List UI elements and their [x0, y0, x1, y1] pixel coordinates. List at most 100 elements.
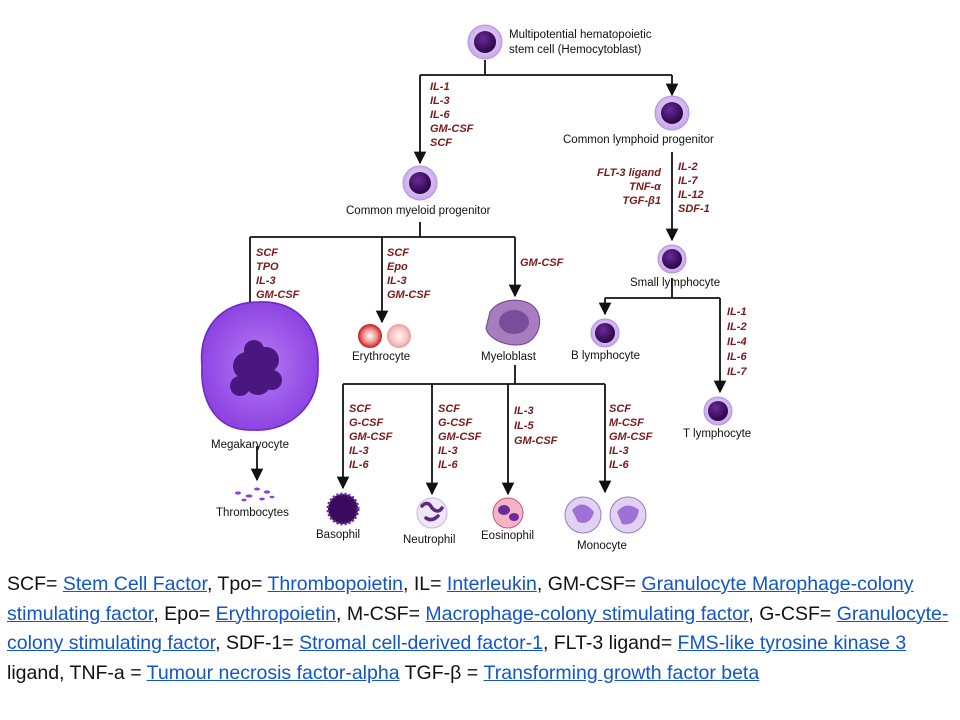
link-m-csf[interactable]: Macrophage-colony stimulating factor	[425, 602, 749, 625]
svg-text:TNF-α: TNF-α	[629, 181, 662, 193]
svg-text:IL-3: IL-3	[349, 445, 369, 457]
factors-hsc-to-cmp: IL-1 IL-3 IL-6 GM-CSF SCF	[430, 81, 474, 149]
svg-text:IL-6: IL-6	[727, 351, 747, 363]
factors-monocyte: SCF M-CSF GM-CSF IL-3 IL-6	[609, 403, 653, 471]
svg-text:SCF: SCF	[387, 247, 409, 259]
factors-clp-right: IL-2 IL-7 IL-12 SDF-1	[678, 161, 710, 215]
svg-text:IL-12: IL-12	[678, 189, 704, 201]
svg-text:IL-7: IL-7	[678, 175, 698, 187]
link-g-csf[interactable]: Granulocyte-colony stimulating factor	[7, 602, 949, 655]
svg-text:M-CSF: M-CSF	[609, 417, 644, 429]
small-lymphocyte-label: Small lymphocyte	[630, 277, 720, 289]
svg-text:Epo: Epo	[387, 261, 408, 273]
svg-text:SCF: SCF	[438, 403, 460, 415]
link-tgf-beta[interactable]: Transforming growth factor beta	[483, 661, 760, 684]
svg-text:G-CSF: G-CSF	[438, 417, 473, 429]
link-tnf-alpha[interactable]: Tumour necrosis factor-alpha	[146, 661, 400, 684]
link-gm-csf[interactable]: Granulocyte Marophage-colony stimulating…	[7, 573, 914, 625]
svg-text:SCF: SCF	[349, 403, 371, 415]
svg-text:IL-4: IL-4	[727, 336, 747, 348]
svg-text:GM-CSF: GM-CSF	[609, 431, 653, 443]
svg-text:GM-CSF: GM-CSF	[349, 431, 393, 443]
node-labels: Multipotential hematopoietic stem cell (…	[211, 29, 751, 552]
factors-megakaryocyte: SCF TPO IL-3 GM-CSF	[256, 247, 300, 301]
hsc-label-line1: Multipotential hematopoietic	[509, 29, 652, 41]
link-stem-cell-factor[interactable]: Stem Cell Factor	[62, 573, 207, 595]
svg-text:GM-CSF: GM-CSF	[514, 435, 558, 447]
svg-text:G-CSF: G-CSF	[349, 417, 384, 429]
cmp-label: Common myeloid progenitor	[346, 205, 491, 217]
t-lymphocyte-cell	[703, 396, 733, 426]
svg-text:IL-3: IL-3	[387, 275, 407, 287]
svg-text:SCF: SCF	[256, 247, 278, 259]
common-myeloid-progenitor-cell	[402, 165, 438, 201]
svg-text:IL-1: IL-1	[727, 306, 747, 318]
hematopoiesis-diagram: Multipotential hematopoietic stem cell (…	[200, 24, 751, 552]
svg-text:SDF-1: SDF-1	[678, 203, 710, 215]
svg-text:IL-3: IL-3	[514, 405, 534, 417]
neutrophil-label: Neutrophil	[403, 534, 455, 546]
svg-text:GM-CSF: GM-CSF	[438, 431, 482, 443]
thrombocytes-cells	[235, 487, 275, 502]
factors-t-lymphocyte: IL-1 IL-2 IL-4 IL-6 IL-7	[727, 306, 747, 378]
eosinophil-cell	[492, 497, 524, 529]
t-lymphocyte-label: T lymphocyte	[683, 428, 751, 440]
erythrocyte-label: Erythrocyte	[352, 351, 410, 363]
svg-text:GM-CSF: GM-CSF	[430, 123, 474, 135]
svg-text:IL-2: IL-2	[678, 161, 698, 173]
svg-text:IL-7: IL-7	[727, 366, 747, 378]
factors-clp-left: FLT-3 ligand TNF-α TGF-β1	[597, 167, 662, 207]
megakaryocyte-cell	[200, 301, 319, 431]
svg-text:TGF-β1: TGF-β1	[622, 195, 661, 207]
svg-text:IL-1: IL-1	[430, 81, 450, 93]
common-lymphoid-progenitor-cell	[654, 95, 690, 131]
svg-text:IL-6: IL-6	[438, 459, 458, 471]
eosinophil-label: Eosinophil	[481, 530, 534, 542]
svg-text:IL-3: IL-3	[438, 445, 458, 457]
stem-cell	[467, 24, 503, 60]
link-thrombopoietin[interactable]: Thrombopoietin	[267, 573, 404, 595]
megakaryocyte-label: Megakaryocyte	[211, 439, 289, 451]
factor-labels: IL-1 IL-3 IL-6 GM-CSF SCF FLT-3 ligand T…	[256, 81, 747, 471]
svg-text:FLT-3 ligand: FLT-3 ligand	[597, 167, 661, 179]
connector-lines	[243, 60, 727, 496]
factors-erythrocyte: SCF Epo IL-3 GM-CSF	[387, 247, 431, 301]
factors-myeloblast: GM-CSF	[520, 257, 564, 269]
basophil-label: Basophil	[316, 529, 360, 541]
small-lymphocyte-cell	[657, 244, 687, 274]
svg-text:IL-6: IL-6	[430, 109, 450, 121]
clp-label: Common lymphoid progenitor	[563, 134, 714, 146]
svg-text:IL-3: IL-3	[609, 445, 629, 457]
factors-basophil: SCF G-CSF GM-CSF IL-3 IL-6	[349, 403, 393, 471]
factors-eosinophil: IL-3 IL-5 GM-CSF	[514, 405, 558, 447]
svg-text:IL-3: IL-3	[430, 95, 450, 107]
svg-text:IL-5: IL-5	[514, 420, 534, 432]
link-erythropoietin[interactable]: Erythropoietin	[215, 602, 336, 625]
abbreviations-caption: SCF= Stem Cell Factor, Tpo= Thrombopoiet…	[7, 573, 949, 684]
svg-text:SCF: SCF	[609, 403, 631, 415]
neutrophil-cell	[416, 497, 448, 529]
b-lymphocyte-label: B lymphocyte	[571, 350, 640, 362]
svg-text:GM-CSF: GM-CSF	[387, 289, 431, 301]
b-lymphocyte-cell	[590, 318, 620, 348]
basophil-cell	[326, 492, 360, 526]
link-interleukin[interactable]: Interleukin	[446, 573, 537, 595]
link-sdf-1[interactable]: Stromal cell-derived factor-1	[299, 632, 543, 654]
svg-text:IL-2: IL-2	[727, 321, 747, 333]
myeloblast-cell	[485, 299, 541, 346]
link-flt-3[interactable]: FMS-like tyrosine kinase 3	[677, 632, 907, 654]
thrombocytes-label: Thrombocytes	[216, 507, 289, 519]
svg-text:GM-CSF: GM-CSF	[256, 289, 300, 301]
erythrocyte-cells	[358, 324, 411, 348]
monocyte-label: Monocyte	[577, 540, 627, 552]
myeloblast-label: Myeloblast	[481, 351, 537, 363]
svg-text:SCF: SCF	[430, 137, 452, 149]
svg-text:IL-6: IL-6	[349, 459, 369, 471]
svg-text:IL-3: IL-3	[256, 275, 276, 287]
factors-neutrophil: SCF G-CSF GM-CSF IL-3 IL-6	[438, 403, 482, 471]
hsc-label-line2: stem cell (Hemocytoblast)	[509, 44, 641, 56]
svg-text:IL-6: IL-6	[609, 459, 629, 471]
svg-text:GM-CSF: GM-CSF	[520, 257, 564, 269]
svg-text:TPO: TPO	[256, 261, 279, 273]
